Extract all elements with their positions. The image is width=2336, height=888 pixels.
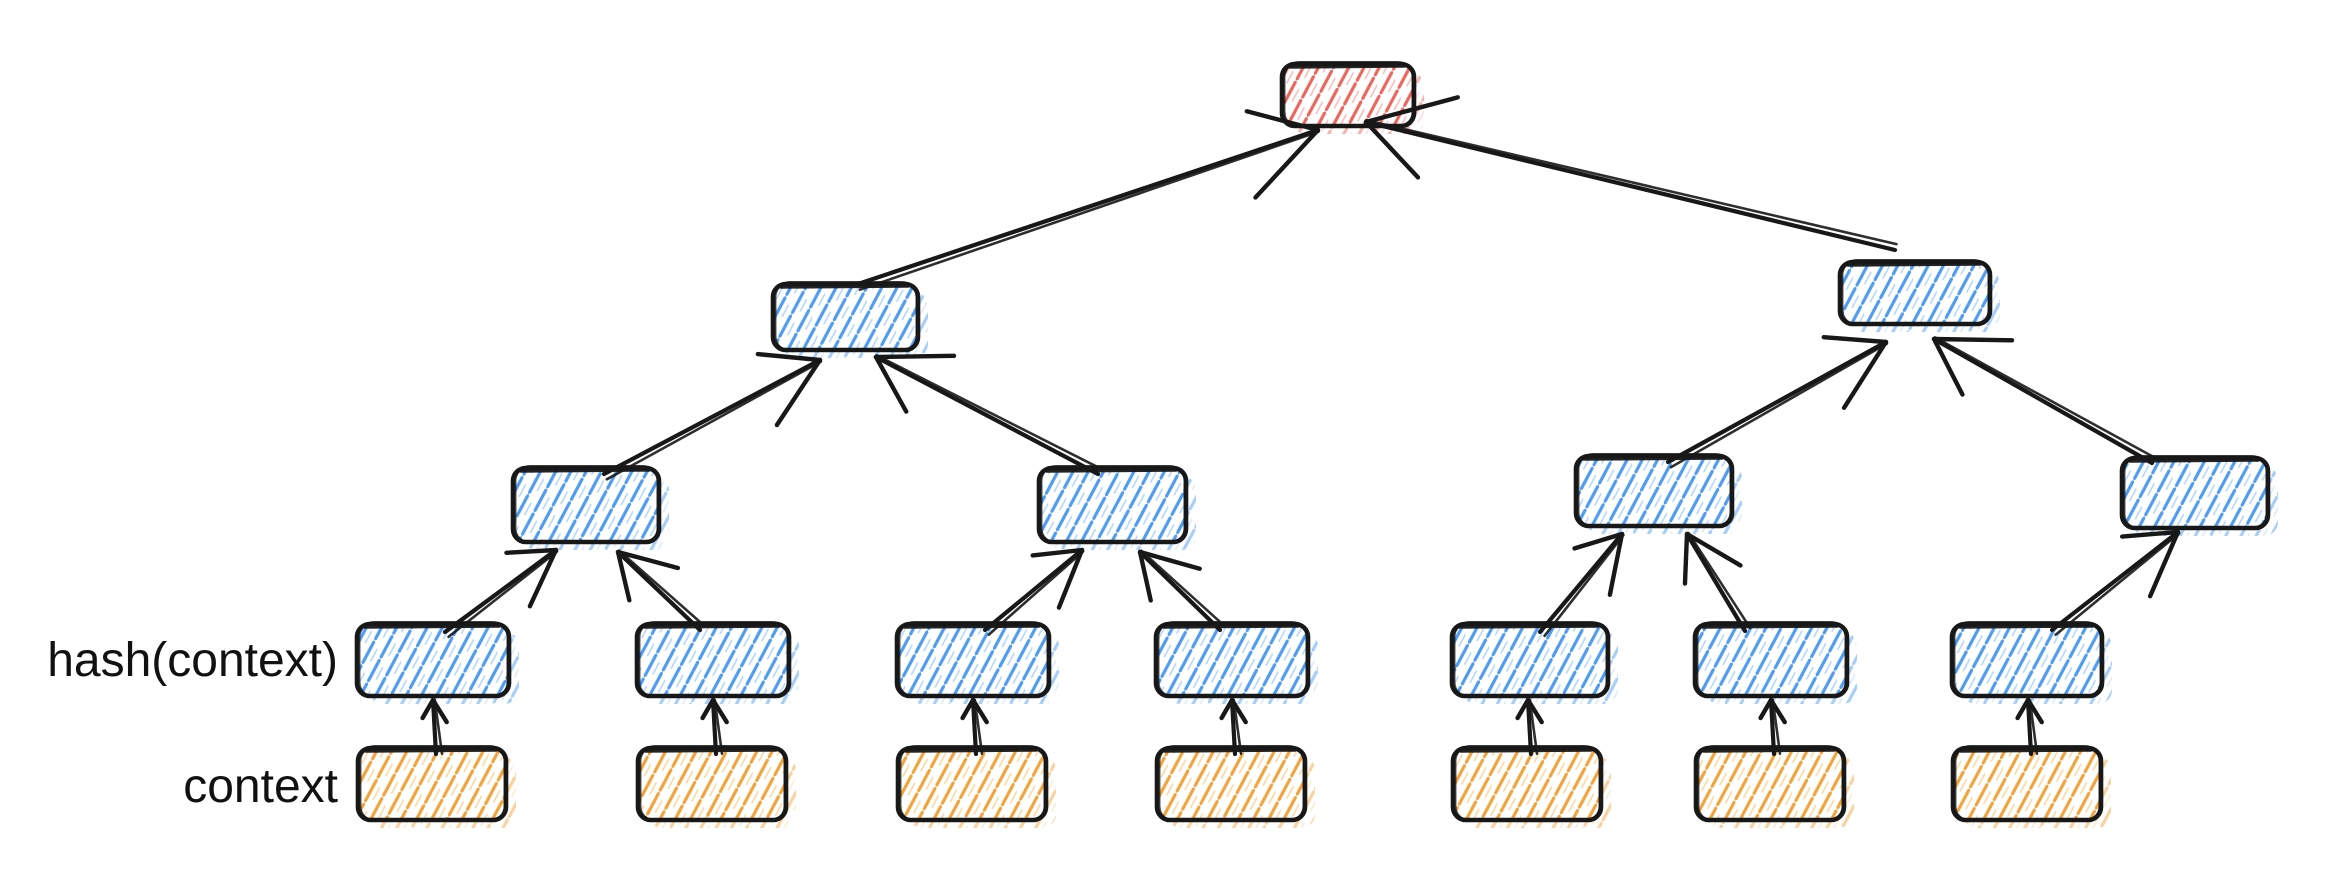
edge-hash-6-to-l3-c xyxy=(1682,531,1752,634)
node-l3-b xyxy=(1036,465,1196,550)
node-context-7 xyxy=(1950,745,2111,828)
node-hash-2 xyxy=(634,621,799,704)
context-row-label: context xyxy=(183,760,338,813)
node-hash-4 xyxy=(1153,621,1318,704)
node-context-4 xyxy=(1154,745,1315,828)
edge-hash-5-to-l3-c xyxy=(1537,531,1625,638)
edge-l3-b-to-l2-a xyxy=(873,353,1103,477)
edge-hash-7-to-l3-d xyxy=(2049,529,2181,637)
node-l3-a xyxy=(510,465,669,550)
edge-context-1-to-hash-1 xyxy=(420,697,449,757)
edge-l2-b-to-root xyxy=(1363,95,1898,253)
node-l2-a xyxy=(770,281,928,358)
node-context-3 xyxy=(895,745,1056,828)
edge-hash-1-to-l3-a xyxy=(442,547,559,639)
edge-hash-4-to-l3-b xyxy=(1137,549,1226,633)
edge-context-5-to-hash-5 xyxy=(1515,697,1544,757)
edge-hash-3-to-l3-b xyxy=(982,547,1085,636)
edge-hash-2-to-l3-a xyxy=(615,549,706,633)
node-context-1 xyxy=(355,745,516,828)
node-l3-d xyxy=(2119,455,2278,536)
node-context-6 xyxy=(1693,745,1854,828)
node-l3-c xyxy=(1573,453,1742,534)
edge-context-2-to-hash-2 xyxy=(700,697,729,757)
edge-l3-a-to-l2-a xyxy=(601,351,823,481)
node-context-2 xyxy=(635,745,796,828)
node-hash-5 xyxy=(1449,621,1618,704)
edge-l3-c-to-l2-b xyxy=(1665,335,1889,469)
node-context-5 xyxy=(1450,745,1611,828)
edge-context-7-to-hash-7 xyxy=(2015,697,2044,757)
node-root xyxy=(1279,61,1424,134)
edge-l2-a-to-root xyxy=(855,109,1321,291)
edge-l3-d-to-l2-b xyxy=(1931,336,2157,466)
hash-context-row-label: hash(context) xyxy=(47,634,338,687)
node-hash-7 xyxy=(1949,621,2112,704)
edge-context-6-to-hash-6 xyxy=(1758,697,1787,757)
edge-context-4-to-hash-4 xyxy=(1219,697,1248,757)
edge-context-3-to-hash-3 xyxy=(960,697,989,757)
node-l2-b xyxy=(1837,259,2000,332)
node-hash-3 xyxy=(894,621,1059,704)
node-hash-1 xyxy=(354,621,519,704)
node-hash-6 xyxy=(1692,621,1857,704)
